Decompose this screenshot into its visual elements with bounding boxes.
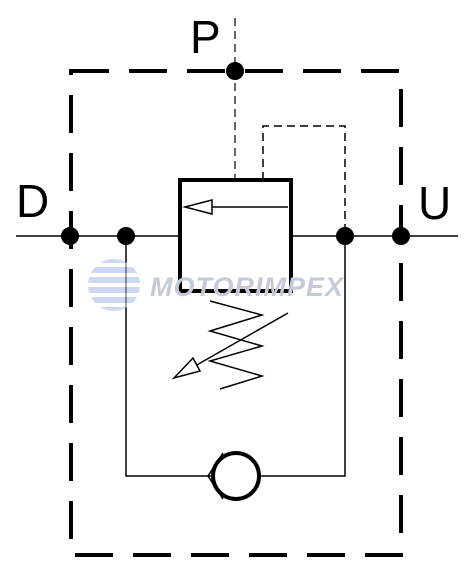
junction-dot-p — [226, 62, 244, 80]
bypass-line-right — [260, 236, 346, 477]
watermark-globe-icon — [86, 259, 144, 311]
junction-dot-u-port — [392, 227, 410, 245]
bypass-line — [125, 236, 211, 477]
check-valve-icon — [211, 451, 261, 501]
watermark-text: MOTORIMPEX — [150, 272, 345, 302]
port-label-u: U — [418, 177, 451, 229]
junction-dot-left — [117, 227, 135, 245]
port-label-p: P — [190, 11, 221, 63]
port-label-d: D — [16, 175, 49, 227]
junction-dot-right — [336, 227, 354, 245]
check-valve-seat-bottom — [207, 475, 224, 500]
valve-body — [178, 178, 293, 293]
pilot-line — [262, 125, 346, 236]
junction-dot-d-port — [61, 227, 79, 245]
spring-icon — [207, 300, 265, 390]
check-valve-seat-top — [207, 452, 224, 477]
flow-arrow-icon — [182, 199, 213, 215]
adjust-arrow-shaft — [194, 312, 289, 367]
adjust-arrow-icon — [171, 356, 202, 380]
